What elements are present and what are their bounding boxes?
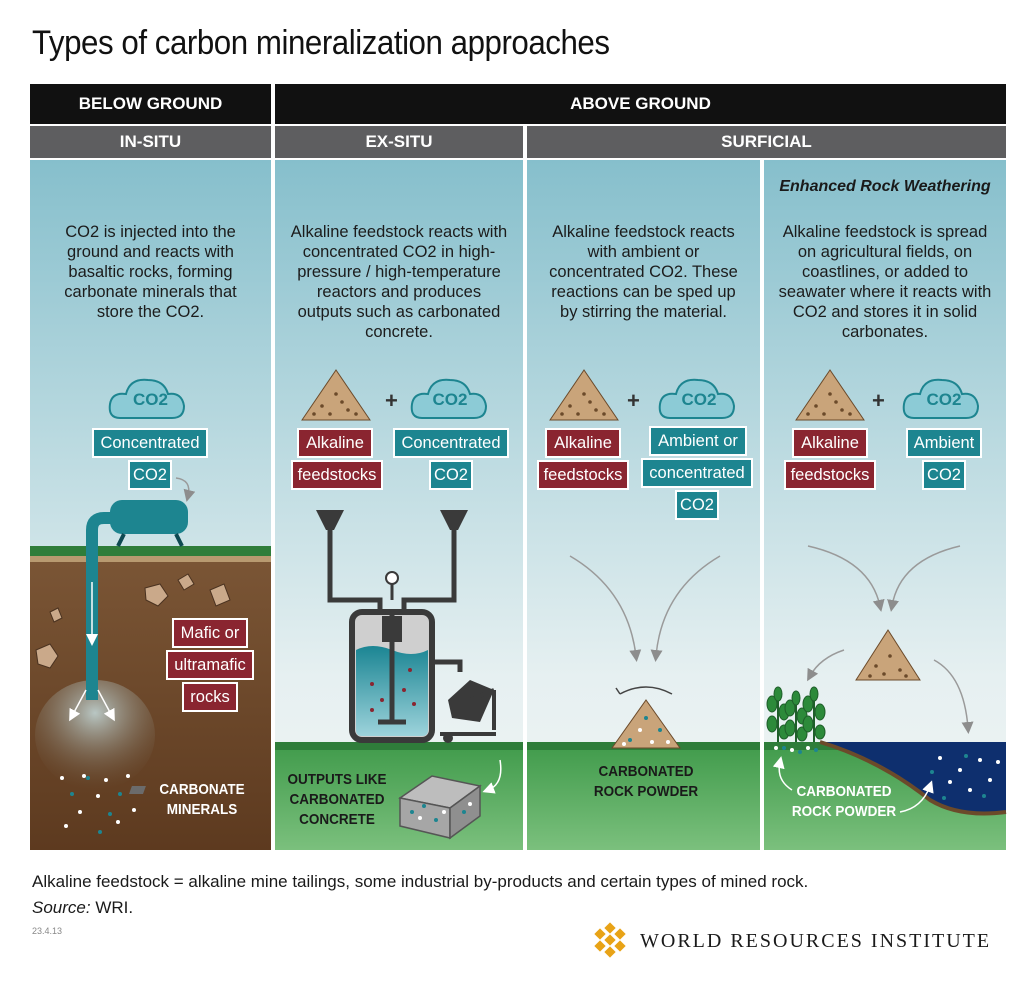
feedstock-pile-surficial <box>549 369 619 421</box>
plants <box>766 686 826 742</box>
cloud-icon <box>410 378 488 419</box>
co2-tag: CO2 <box>922 460 966 490</box>
ambient-tag-1: Ambient or <box>649 426 747 456</box>
cloud-label: CO2 <box>681 390 717 409</box>
rock-powder-caption-1: CARBONATED <box>796 783 892 800</box>
feedstock-tag-2: feedstocks <box>784 460 876 490</box>
rocks-tag-2: ultramafic <box>166 650 254 680</box>
figure-code: 23.4.13 <box>32 926 63 936</box>
ambient-tag-2: concentrated <box>641 458 753 488</box>
surficial-description: Alkaline feedstock reacts with ambient o… <box>549 223 738 321</box>
plus-sign: + <box>627 388 640 413</box>
cloud-icon <box>902 378 980 419</box>
plus-sign: + <box>385 388 398 413</box>
cement-mixer <box>440 680 496 743</box>
funnel-right <box>440 510 468 530</box>
funnel-left <box>316 510 344 530</box>
carbonate-minerals-caption-1: CARBONATE <box>159 781 245 798</box>
cloud-icon <box>658 378 736 419</box>
panel-weathering: Enhanced Rock Weathering Alkaline feedst… <box>764 160 1006 848</box>
feedstock-pile-weathering <box>795 369 865 421</box>
feedstock-tag-1: Alkaline <box>297 428 373 458</box>
weathering-subtitle: Enhanced Rock Weathering <box>779 178 991 195</box>
feedstock-pile-ex-situ <box>301 369 371 421</box>
weathering-feedstock-pile <box>855 629 921 681</box>
rock-powder-caption-2: ROCK POWDER <box>791 803 897 820</box>
ex-situ-description: Alkaline feedstock reacts with concentra… <box>290 223 508 341</box>
header-ex-situ: EX-SITU <box>275 126 523 158</box>
cloud-icon <box>108 378 186 419</box>
in-situ-description: CO2 is injected into the ground and reac… <box>64 223 237 321</box>
co2-plume <box>35 680 155 790</box>
header-below-ground: BELOW GROUND <box>30 84 271 124</box>
concentrated-tag: Concentrated <box>92 428 208 458</box>
weathering-description: Alkaline feedstock is spread on agricult… <box>778 223 992 341</box>
panel-in-situ: CO2 is injected into the ground and reac… <box>30 160 271 848</box>
ex-situ-grass <box>275 742 523 850</box>
rock-powder-caption-1: CARBONATED <box>598 763 694 780</box>
source-line: Source: WRI. <box>32 898 133 918</box>
rock <box>49 607 63 623</box>
ambient-tag: Ambient <box>906 428 982 458</box>
rock <box>209 583 231 607</box>
panel-ex-situ: Alkaline feedstock reacts with concentra… <box>275 160 523 848</box>
brand-name: WORLD RESOURCES INSTITUTE <box>640 930 992 952</box>
compressor-tank <box>110 500 188 534</box>
carbonate-minerals-caption-2: MINERALS <box>166 801 238 818</box>
cloud-label: CO2 <box>133 390 168 409</box>
page-title: Types of carbon mineralization approache… <box>32 24 610 62</box>
injection-pipe <box>86 512 112 700</box>
source-value: WRI. <box>90 898 134 917</box>
feedstock-tag-2: feedstocks <box>291 460 383 490</box>
plus-sign: + <box>872 388 885 413</box>
rock-powder-caption-2: ROCK POWDER <box>593 783 699 800</box>
source-label: Source: <box>32 898 91 917</box>
rock <box>177 573 195 591</box>
rock <box>144 583 169 607</box>
concrete-block <box>129 775 482 840</box>
feedstock-tag-1: Alkaline <box>792 428 868 458</box>
panel-surficial: Alkaline feedstock reacts with ambient o… <box>527 160 760 848</box>
outputs-caption-3: CONCRETE <box>299 811 375 828</box>
feedstock-tag-2: feedstocks <box>537 460 629 490</box>
footnote: Alkaline feedstock = alkaline mine taili… <box>32 872 809 891</box>
co2-tag: CO2 <box>128 460 172 490</box>
rock <box>35 643 59 669</box>
rock-powder-pile <box>611 699 681 749</box>
rocks-tag-1: Mafic or <box>172 618 248 648</box>
wri-logo-icon <box>594 922 626 958</box>
header-surficial: SURFICIAL <box>527 126 1006 158</box>
surficial-grass <box>527 742 760 850</box>
in-situ-grass <box>30 546 271 556</box>
outputs-caption-1: OUTPUTS LIKE <box>287 771 387 788</box>
cloud-label: CO2 <box>432 390 468 409</box>
header-above-ground: ABOVE GROUND <box>275 84 1006 124</box>
header-in-situ: IN-SITU <box>30 126 271 158</box>
feedstock-tag-1: Alkaline <box>545 428 621 458</box>
co2-tag: CO2 <box>675 490 719 520</box>
in-situ-topsoil <box>30 556 271 562</box>
co2-tag: CO2 <box>429 460 473 490</box>
rocks-tag-3: rocks <box>182 682 238 712</box>
concentrated-tag: Concentrated <box>393 428 509 458</box>
outputs-caption-2: CARBONATED <box>289 791 385 808</box>
carbonate-dots <box>60 774 136 834</box>
cloud-label: CO2 <box>926 390 962 409</box>
